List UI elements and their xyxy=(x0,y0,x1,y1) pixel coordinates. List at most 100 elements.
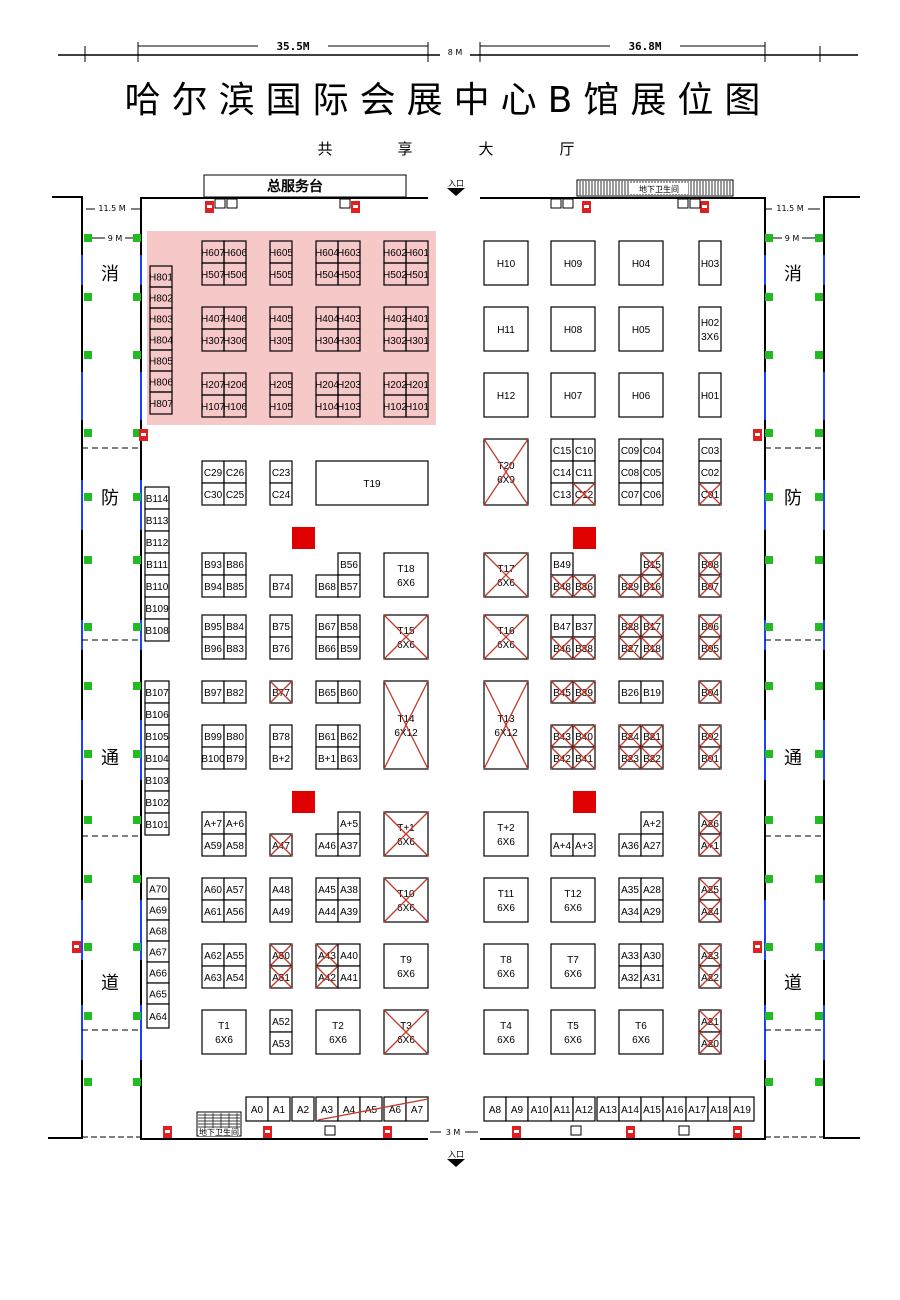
booth-B114[interactable]: B114 xyxy=(144,486,170,510)
booth-C04[interactable]: C04 xyxy=(640,438,664,462)
booth-A41[interactable]: A41 xyxy=(337,965,361,989)
booth-H301[interactable]: H301 xyxy=(405,328,429,352)
booth-B75[interactable]: B75 xyxy=(269,614,293,638)
booth-C13[interactable]: C13 xyxy=(550,482,574,506)
booth-C24[interactable]: C24 xyxy=(269,482,293,506)
booth-B40[interactable]: B40 xyxy=(572,724,596,748)
booth-A27[interactable]: A27 xyxy=(640,833,664,857)
booth-A7[interactable]: A7 xyxy=(405,1096,429,1122)
booth-A13[interactable]: A13 xyxy=(596,1096,620,1122)
booth-A22[interactable]: A22 xyxy=(698,965,722,989)
booth-B106[interactable]: B106 xyxy=(144,702,170,726)
booth-B66[interactable]: B66 xyxy=(315,636,339,660)
booth-B26[interactable]: B26 xyxy=(618,680,642,704)
booth-A70[interactable]: A70 xyxy=(146,877,170,900)
booth-A23[interactable]: A23 xyxy=(698,943,722,967)
booth-H303[interactable]: H303 xyxy=(337,328,361,352)
booth-C10[interactable]: C10 xyxy=(572,438,596,462)
booth-A53[interactable]: A53 xyxy=(269,1031,293,1055)
booth-H09[interactable]: H09 xyxy=(550,240,596,286)
booth-H01[interactable]: H01 xyxy=(698,372,722,418)
booth-T19[interactable]: T19 xyxy=(315,460,429,506)
booth-A60[interactable]: A60 xyxy=(201,877,225,901)
booth-B+1[interactable]: B+1 xyxy=(315,746,339,770)
booth-B29[interactable]: B29 xyxy=(618,574,642,598)
booth-C05[interactable]: C05 xyxy=(640,460,664,484)
booth-C03[interactable]: C03 xyxy=(698,438,722,462)
booth-H106[interactable]: H106 xyxy=(223,394,247,418)
booth-B103[interactable]: B103 xyxy=(144,768,170,792)
booth-B67[interactable]: B67 xyxy=(315,614,339,638)
booth-A50[interactable]: A50 xyxy=(269,943,293,967)
booth-A20[interactable]: A20 xyxy=(698,1031,722,1055)
booth-H08[interactable]: H08 xyxy=(550,306,596,352)
booth-B37[interactable]: B37 xyxy=(572,614,596,638)
booth-B104[interactable]: B104 xyxy=(144,746,170,770)
booth-B63[interactable]: B63 xyxy=(337,746,361,770)
booth-A28[interactable]: A28 xyxy=(640,877,664,901)
booth-B96[interactable]: B96 xyxy=(201,636,225,660)
booth-H03[interactable]: H03 xyxy=(698,240,722,286)
booth-A59[interactable]: A59 xyxy=(201,833,225,857)
booth-B49[interactable]: B49 xyxy=(550,552,574,576)
booth-B16[interactable]: B16 xyxy=(640,574,664,598)
booth-C25[interactable]: C25 xyxy=(223,482,247,506)
booth-B39[interactable]: B39 xyxy=(572,680,596,704)
booth-H305[interactable]: H305 xyxy=(269,328,293,352)
booth-B112[interactable]: B112 xyxy=(144,530,170,554)
booth-H07[interactable]: H07 xyxy=(550,372,596,418)
booth-B57[interactable]: B57 xyxy=(337,574,361,598)
booth-B21[interactable]: B21 xyxy=(640,724,664,748)
booth-A35[interactable]: A35 xyxy=(618,877,642,901)
booth-A24[interactable]: A24 xyxy=(698,899,722,923)
booth-B42[interactable]: B42 xyxy=(550,746,574,770)
booth-H101[interactable]: H101 xyxy=(405,394,429,418)
booth-A15[interactable]: A15 xyxy=(640,1096,664,1122)
booth-A+4[interactable]: A+4 xyxy=(550,833,574,857)
booth-B80[interactable]: B80 xyxy=(223,724,247,748)
booth-B113[interactable]: B113 xyxy=(144,508,170,532)
booth-B105[interactable]: B105 xyxy=(144,724,170,748)
booth-H10[interactable]: H10 xyxy=(483,240,529,286)
booth-B102[interactable]: B102 xyxy=(144,790,170,814)
booth-B06[interactable]: B06 xyxy=(698,614,722,638)
booth-A47[interactable]: A47 xyxy=(269,833,293,857)
booth-B74[interactable]: B74 xyxy=(269,574,293,598)
booth-B61[interactable]: B61 xyxy=(315,724,339,748)
booth-A1[interactable]: A1 xyxy=(267,1096,291,1122)
booth-A38[interactable]: A38 xyxy=(337,877,361,901)
booth-C14[interactable]: C14 xyxy=(550,460,574,484)
booth-B22[interactable]: B22 xyxy=(640,746,664,770)
booth-B99[interactable]: B99 xyxy=(201,724,225,748)
booth-B65[interactable]: B65 xyxy=(315,680,339,704)
booth-A54[interactable]: A54 xyxy=(223,965,247,989)
booth-A+7[interactable]: A+7 xyxy=(201,811,225,835)
booth-B27[interactable]: B27 xyxy=(618,636,642,660)
booth-B93[interactable]: B93 xyxy=(201,552,225,576)
booth-A37[interactable]: A37 xyxy=(337,833,361,857)
booth-B85[interactable]: B85 xyxy=(223,574,247,598)
booth-A29[interactable]: A29 xyxy=(640,899,664,923)
booth-B62[interactable]: B62 xyxy=(337,724,361,748)
booth-H306[interactable]: H306 xyxy=(223,328,247,352)
booth-H505[interactable]: H505 xyxy=(269,262,293,286)
booth-B36[interactable]: B36 xyxy=(572,574,596,598)
booth-H103[interactable]: H103 xyxy=(337,394,361,418)
booth-A45[interactable]: A45 xyxy=(315,877,339,901)
booth-B05[interactable]: B05 xyxy=(698,636,722,660)
booth-A10[interactable]: A10 xyxy=(527,1096,552,1122)
booth-A8[interactable]: A8 xyxy=(483,1096,507,1122)
booth-C01[interactable]: C01 xyxy=(698,482,722,506)
booth-B78[interactable]: B78 xyxy=(269,724,293,748)
booth-B108[interactable]: B108 xyxy=(144,618,170,642)
booth-B59[interactable]: B59 xyxy=(337,636,361,660)
